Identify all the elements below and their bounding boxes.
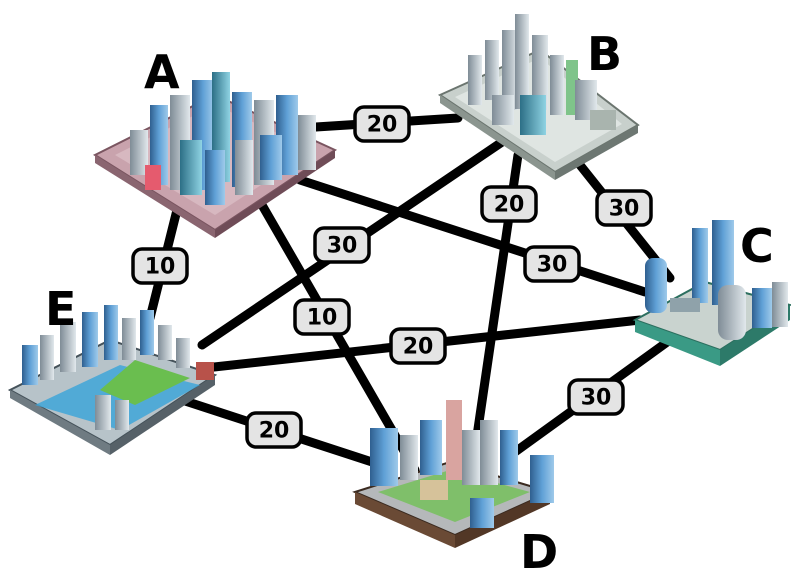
edge-a-d [257, 200, 420, 475]
weight-label-box [389, 327, 447, 365]
cities-layer [7, 14, 791, 548]
weight-label-b-d: 20 [480, 185, 538, 223]
node-label-e: E [45, 282, 76, 336]
weight-label-text: 10 [145, 255, 176, 280]
weight-label-a-b: 20 [353, 105, 411, 143]
weight-label-text: 20 [494, 193, 525, 218]
weight-label-box [353, 105, 411, 143]
weight-label-text: 30 [581, 386, 612, 411]
weight-label-box [480, 185, 538, 223]
weight-label-box [523, 245, 581, 283]
weight-label-box [313, 226, 371, 264]
weight-label-box [595, 189, 653, 227]
weight-label-text: 30 [537, 253, 568, 278]
node-label-a: A [144, 45, 180, 99]
weight-label-text: 20 [259, 419, 290, 444]
city-a-illustration [92, 72, 338, 238]
weight-label-box [131, 247, 189, 285]
city-e-illustration [7, 305, 218, 455]
edge-a-c [295, 175, 650, 297]
weight-label-box [567, 378, 625, 416]
weight-label-box [293, 298, 351, 336]
weight-label-c-d: 30 [567, 378, 625, 416]
weight-label-a-e: 10 [131, 247, 189, 285]
weight-labels-layer: 20 10 10 30 30 20 30 20 20 30 [131, 105, 653, 449]
weight-label-a-d: 10 [293, 298, 351, 336]
city-c-illustration [632, 220, 791, 366]
city-b-illustration [437, 14, 640, 180]
weight-label-text: 20 [367, 113, 398, 138]
node-label-d: D [520, 525, 558, 573]
weight-label-a-c: 30 [523, 245, 581, 283]
node-labels: A B C D E [45, 27, 774, 573]
node-label-b: B [587, 27, 622, 81]
node-label-c: C [740, 219, 774, 273]
weight-label-e-d: 20 [245, 411, 303, 449]
weight-label-text: 30 [327, 234, 358, 259]
weight-label-b-c: 30 [595, 189, 653, 227]
weight-label-box [245, 411, 303, 449]
weight-label-text: 20 [403, 335, 434, 360]
city-d-illustration [352, 400, 554, 548]
weight-label-e-c: 20 [389, 327, 447, 365]
weight-label-text: 10 [307, 306, 338, 331]
weight-label-text: 30 [609, 197, 640, 222]
weight-label-b-e: 30 [313, 226, 371, 264]
